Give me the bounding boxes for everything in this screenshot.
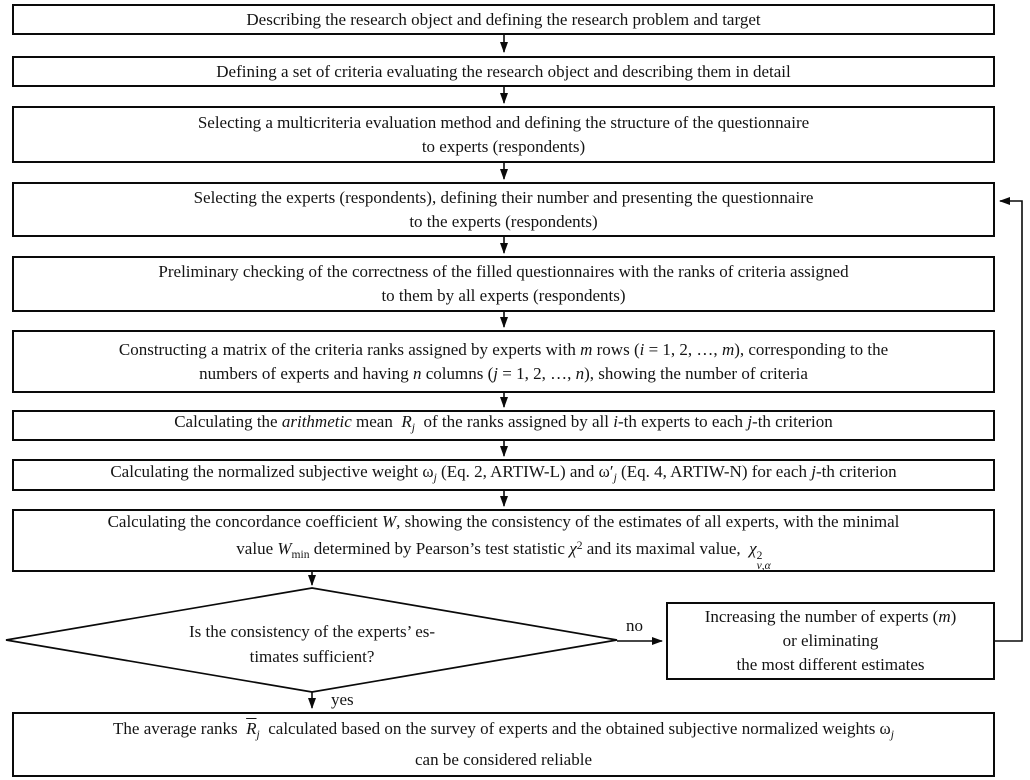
step-line: Constructing a matrix of the criteria ra… xyxy=(118,339,889,359)
step-line: to the experts (respondents) xyxy=(409,211,598,231)
final-box: The average ranks Rj calculated based on… xyxy=(12,712,995,777)
step-line: numbers of experts and having n columns … xyxy=(199,363,808,383)
final-line: The average ranks Rj calculated based on… xyxy=(113,719,894,742)
decision-line: timates sufficient? xyxy=(249,647,375,666)
step-line: Preliminary checking of the correctness … xyxy=(158,262,849,281)
step-line: Calculating the normalized subjective we… xyxy=(110,461,897,485)
flow-step-4: Selecting the experts (respondents), def… xyxy=(12,182,995,237)
feedback-line xyxy=(995,197,1023,642)
step-line: Calculating the concordance coefficient … xyxy=(107,511,900,531)
final-line: can be considered reliable xyxy=(415,749,592,769)
no-branch-line: the most different estimates xyxy=(736,655,925,674)
step-line: to experts (respondents) xyxy=(421,136,586,156)
step-line: to them by all experts (respondents) xyxy=(381,286,626,305)
flow-step-7: Calculating the arithmetic mean Rj of th… xyxy=(12,410,995,441)
yes-label: yes xyxy=(331,690,354,709)
no-branch-line: Increasing the number of experts (m) xyxy=(704,607,957,626)
flow-step-6: Constructing a matrix of the criteria ra… xyxy=(12,330,995,393)
flow-step-2: Defining a set of criteria evaluating th… xyxy=(12,56,995,87)
step-line: Selecting a multicriteria evaluation met… xyxy=(197,112,810,132)
decision-line: Is the consistency of the experts’ es- xyxy=(188,622,436,641)
flow-step-3: Selecting a multicriteria evaluation met… xyxy=(12,106,995,163)
no-branch-line: or eliminating xyxy=(782,631,879,650)
step-line: Selecting the experts (respondents), def… xyxy=(193,187,814,207)
step-line: Calculating the arithmetic mean Rj of th… xyxy=(174,412,833,435)
flow-step-9: Calculating the concordance coefficient … xyxy=(12,509,995,572)
flow-step-8: Calculating the normalized subjective we… xyxy=(12,459,995,491)
no-label: no xyxy=(626,616,643,635)
decision-text: Is the consistency of the experts’ es- t… xyxy=(130,619,494,669)
flow-step-5: Preliminary checking of the correctness … xyxy=(12,256,995,312)
no-branch-box: Increasing the number of experts (m) or … xyxy=(666,602,995,680)
step-line: Defining a set of criteria evaluating th… xyxy=(216,61,791,81)
step-line: value Wmin determined by Pearson’s test … xyxy=(236,538,771,573)
step-line: Describing the research object and defin… xyxy=(246,9,761,29)
flow-step-1: Describing the research object and defin… xyxy=(12,4,995,35)
